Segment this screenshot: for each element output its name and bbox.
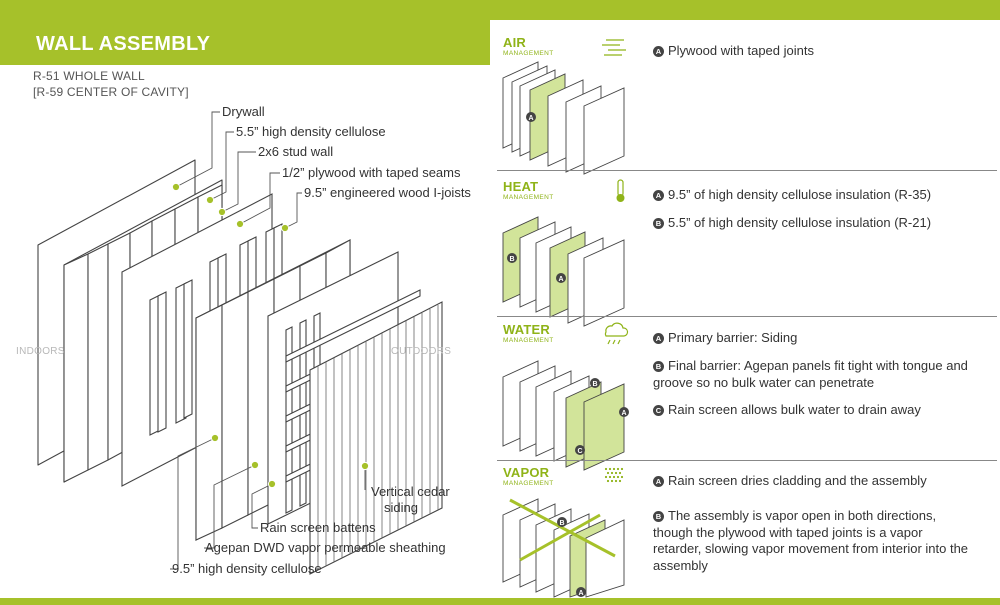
vapor-title: VAPOR [503,465,550,480]
heat-item-a-text: 9.5” of high density cellulose insulatio… [668,187,932,202]
divider-heat-water [497,316,997,317]
air-subtitle: MANAGEMENT [503,50,554,57]
vapor-item-b-text: The assembly is vapor open in both direc… [653,508,969,573]
callout-agepan: Agepan DWD vapor permeable sheathing [205,540,446,555]
callout-cellulose-55: 5.5” high density cellulose [236,124,386,139]
divider-water-vapor [497,460,997,461]
air-icon [602,39,626,56]
svg-text:A: A [621,410,626,417]
svg-text:B: B [559,520,564,527]
badge-b: B [653,361,664,372]
callout-stud-wall: 2x6 stud wall [258,144,334,159]
air-section-title: AIR MANAGEMENT [503,35,554,58]
svg-text:B: B [509,256,514,263]
vapor-dots-icon [604,467,624,483]
top-accent-bar [0,0,1000,20]
subtitle-center-cavity: [R-59 CENTER OF CAVITY] [33,85,189,99]
water-item-c: C Rain screen allows bulk water to drain … [653,402,993,419]
air-item-a: A Plywood with taped joints [653,43,993,60]
cedar-siding-layer [309,301,443,575]
svg-text:B: B [592,381,597,388]
heat-title: HEAT [503,179,539,194]
badge-c: C [653,405,664,416]
heat-subtitle: MANAGEMENT [503,194,554,201]
water-item-a: A Primary barrier: Siding [653,330,993,347]
vapor-thumbnail: B A [502,498,625,598]
water-item-a-text: Primary barrier: Siding [668,330,798,345]
callout-cedar-line1: Vertical cedar [371,484,450,499]
badge-a: A [653,46,664,57]
vapor-section-title: VAPOR MANAGEMENT [503,465,554,488]
bottom-accent-bar [0,598,1000,605]
badge-a: A [653,333,664,344]
vapor-item-a-text: Rain screen dries cladding and the assem… [668,473,927,488]
outdoors-label: OUTDOORS [391,346,452,357]
vapor-item-a: A Rain screen dries cladding and the asse… [653,473,993,490]
rain-cloud-icon [604,322,629,345]
heat-thumbnail: B A [502,216,625,327]
title-band: WALL ASSEMBLY [0,20,490,65]
water-subtitle: MANAGEMENT [503,337,554,344]
svg-text:A: A [528,115,533,122]
svg-text:C: C [577,448,582,455]
badge-a: A [653,476,664,487]
air-thumbnail: A [502,61,625,175]
badge-a: A [653,190,664,201]
air-title: AIR [503,35,526,50]
callout-cedar-line2: siding [384,500,418,515]
callout-plywood: 1/2” plywood with taped seams [282,165,461,180]
svg-text:A: A [558,276,563,283]
svg-text:A: A [578,590,583,597]
water-section-title: WATER MANAGEMENT [503,322,554,345]
water-title: WATER [503,322,550,337]
indoors-label: INDOORS [16,346,65,357]
water-thumbnail: B A C [502,360,629,471]
badge-b: B [653,218,664,229]
heat-item-b-text: 5.5” of high density cellulose insulatio… [668,215,932,230]
heat-section-title: HEAT MANAGEMENT [503,179,554,202]
callout-drywall: Drywall [222,104,265,119]
subtitle-whole-wall: R-51 WHOLE WALL [33,69,145,83]
callout-ijoists: 9.5” engineered wood I-joists [304,185,471,200]
air-item-a-text: Plywood with taped joints [668,43,814,58]
vapor-subtitle: MANAGEMENT [503,480,554,487]
page-title: WALL ASSEMBLY [36,33,211,55]
badge-b: B [653,511,664,522]
water-item-b-text: Final barrier: Agepan panels fit tight w… [653,358,968,390]
callout-battens: Rain screen battens [260,520,376,535]
water-item-c-text: Rain screen allows bulk water to drain a… [668,402,921,417]
callout-cellulose-95: 9.5” high density cellulose [172,561,322,576]
heat-item-a: A 9.5” of high density cellulose insulati… [653,187,993,204]
divider-air-heat [497,170,997,171]
thermometer-icon [616,179,625,202]
heat-item-b: B 5.5” of high density cellulose insulati… [653,215,993,232]
